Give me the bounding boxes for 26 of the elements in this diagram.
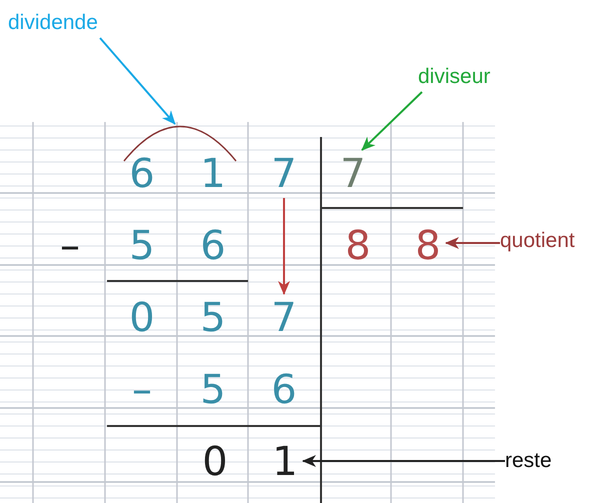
callout-label: dividende: [8, 11, 98, 35]
digit: 0: [201, 438, 229, 486]
digit: 6: [199, 222, 227, 270]
arrow: [99, 37, 176, 125]
digit: 1: [272, 438, 298, 486]
digit: –: [131, 366, 153, 414]
digit: 8: [344, 222, 372, 270]
digit: 5: [199, 366, 227, 414]
arrow: [302, 455, 505, 467]
arrow: [361, 91, 423, 151]
digit: 6: [128, 150, 156, 198]
digit: 5: [199, 294, 227, 342]
digit: 6: [270, 366, 298, 414]
callout-label: quotient: [500, 229, 575, 253]
digit: 7: [271, 150, 297, 198]
digit: 8: [415, 222, 441, 270]
digit: 7: [271, 294, 297, 342]
callout-label: diviseur: [418, 65, 490, 89]
arrow: [445, 237, 500, 249]
arrow: [278, 198, 290, 295]
digit: –: [59, 222, 81, 270]
callout-label: reste: [505, 449, 552, 473]
digit: 7: [340, 150, 366, 198]
digit: 5: [128, 222, 156, 270]
digit: 0: [128, 294, 156, 342]
digit: 1: [199, 150, 227, 198]
